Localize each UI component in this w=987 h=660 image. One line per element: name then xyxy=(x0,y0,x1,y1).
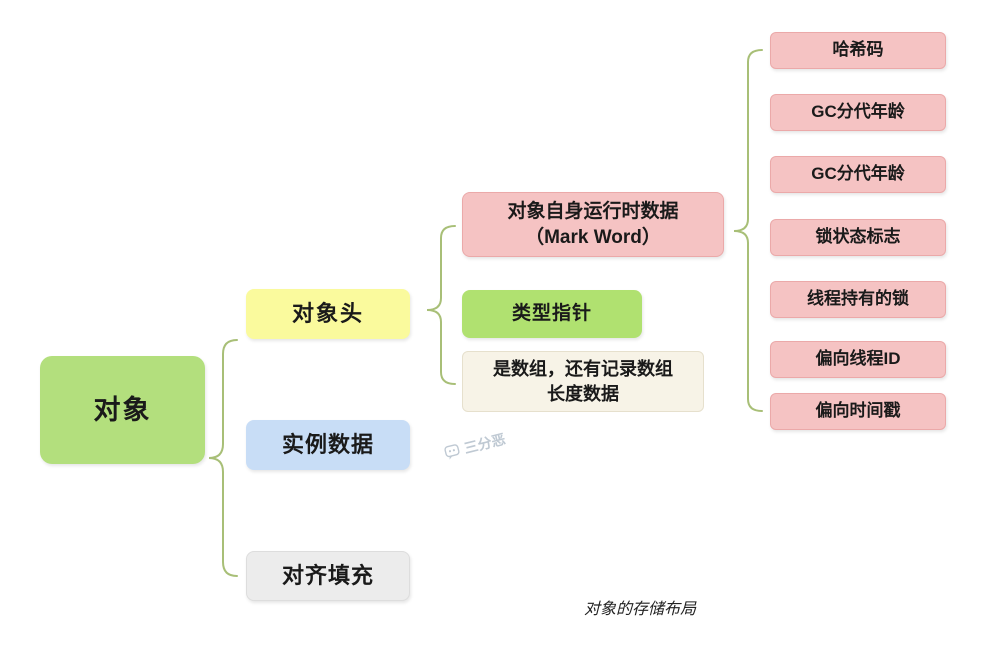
leaf-biased-thread-id-label: 偏向线程ID xyxy=(815,349,901,369)
leaf-hash-code: 哈希码 xyxy=(770,32,946,69)
node-array-length-note: 是数组，还有记录数组 长度数据 xyxy=(462,351,704,412)
leaf-gc-age-1: GC分代年龄 xyxy=(770,94,946,131)
node-instance-data: 实例数据 xyxy=(246,420,410,470)
node-mark-word: 对象自身运行时数据 （Mark Word） xyxy=(462,192,724,257)
leaf-thread-held-lock: 线程持有的锁 xyxy=(770,281,946,318)
node-instance-data-label: 实例数据 xyxy=(281,432,374,458)
node-alignment-padding-label: 对齐填充 xyxy=(281,563,374,589)
watermark: 三分恶 xyxy=(443,429,508,463)
leaf-biased-thread-id: 偏向线程ID xyxy=(770,341,946,378)
leaf-lock-state-flag: 锁状态标志 xyxy=(770,219,946,256)
node-mark-word-line1: 对象自身运行时数据 xyxy=(507,200,679,222)
watermark-text: 三分恶 xyxy=(462,430,508,457)
brace-markword-children xyxy=(733,49,763,412)
brace-header-children xyxy=(426,225,456,385)
node-object-root: 对象 xyxy=(40,356,205,464)
node-type-pointer-label: 类型指针 xyxy=(511,303,592,325)
node-alignment-padding: 对齐填充 xyxy=(246,551,410,601)
watermark-logo-icon xyxy=(444,444,460,460)
node-array-length-line1: 是数组，还有记录数组 xyxy=(493,359,673,380)
node-array-length-line2: 长度数据 xyxy=(547,383,619,404)
leaf-hash-code-label: 哈希码 xyxy=(832,40,884,60)
node-object-header-label: 对象头 xyxy=(291,301,364,327)
leaf-thread-held-lock-label: 线程持有的锁 xyxy=(807,289,909,309)
node-object-root-label: 对象 xyxy=(93,394,152,425)
leaf-biased-timestamp: 偏向时间戳 xyxy=(770,393,946,430)
node-mark-word-line2: （Mark Word） xyxy=(525,226,661,248)
leaf-gc-age-2-label: GC分代年龄 xyxy=(811,164,905,184)
node-type-pointer: 类型指针 xyxy=(462,290,642,338)
leaf-gc-age-2: GC分代年龄 xyxy=(770,156,946,193)
leaf-gc-age-1-label: GC分代年龄 xyxy=(811,102,905,122)
leaf-lock-state-flag-label: 锁状态标志 xyxy=(815,227,901,247)
brace-root-children xyxy=(208,339,238,577)
node-object-header: 对象头 xyxy=(246,289,410,339)
leaf-biased-timestamp-label: 偏向时间戳 xyxy=(815,401,901,421)
diagram-caption: 对象的存储布局 xyxy=(583,599,696,618)
